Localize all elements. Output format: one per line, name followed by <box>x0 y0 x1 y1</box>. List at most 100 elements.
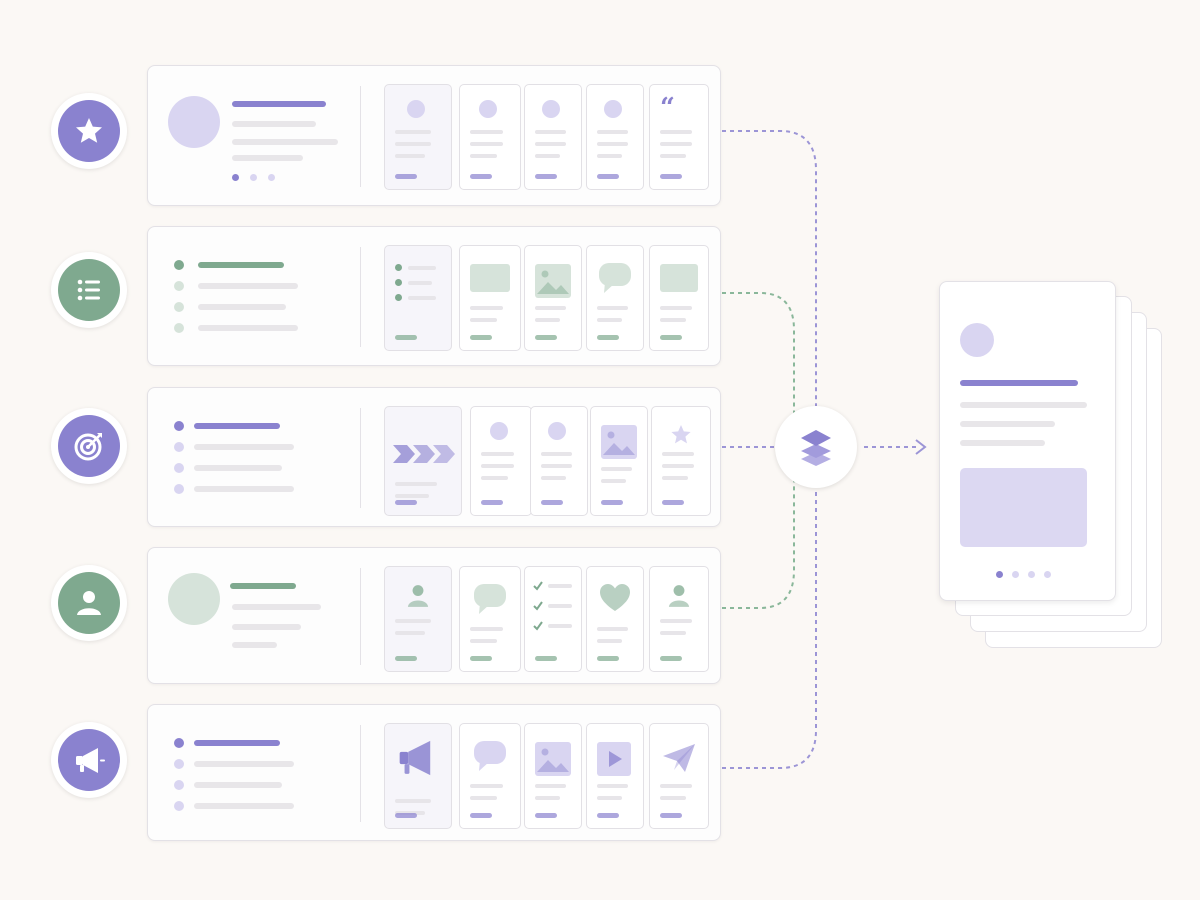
thumbnail-user[interactable] <box>384 566 452 672</box>
thumbnail-accent-bar <box>470 813 492 818</box>
output-image-block <box>960 468 1087 547</box>
summary-bullet <box>174 281 184 291</box>
summary-text-line <box>232 155 303 161</box>
card-divider <box>360 568 361 665</box>
thumbnail-star[interactable] <box>651 406 711 516</box>
output-text-line <box>960 421 1055 427</box>
thumbnail-accent-bar <box>470 174 492 179</box>
thumbnail-accent-bar <box>395 335 417 340</box>
summary-bullet <box>174 780 184 790</box>
thumbnail-block[interactable] <box>459 245 521 351</box>
summary-bullet <box>174 302 184 312</box>
thumbnail-image[interactable] <box>524 245 582 351</box>
summary-pagination-dot <box>268 174 275 181</box>
row1-badge <box>51 93 127 169</box>
summary-title-bar <box>230 583 296 589</box>
thumbnail-avatar[interactable] <box>384 84 452 190</box>
thumbnail-play[interactable] <box>586 723 644 829</box>
thumbnail-accent-bar <box>660 335 682 340</box>
summary-text-line <box>232 624 301 630</box>
row2-badge <box>51 252 127 328</box>
pagination-dot[interactable] <box>996 571 1003 578</box>
megaphone-icon <box>58 729 120 791</box>
row3-template-card[interactable] <box>147 387 721 527</box>
thumbnail-accent-bar <box>481 500 503 505</box>
thumbnail-accent-bar <box>535 656 557 661</box>
output-page <box>939 281 1116 601</box>
connector-line <box>722 292 795 416</box>
thumbnail-checklist[interactable] <box>524 566 582 672</box>
thumbnail-image[interactable] <box>590 406 648 516</box>
row5-badge <box>51 722 127 798</box>
summary-pagination-dot <box>250 174 257 181</box>
layers-icon <box>801 430 831 466</box>
row1-template-card[interactable]: “ <box>147 65 721 206</box>
thumbnail-accent-bar <box>597 335 619 340</box>
thumbnail-accent-bar <box>470 656 492 661</box>
connector-line <box>722 488 817 769</box>
thumbnail-accent-bar <box>597 656 619 661</box>
thumbnail-accent-bar <box>660 656 682 661</box>
thumbnail-accent-bar <box>535 813 557 818</box>
output-text-line <box>960 402 1087 408</box>
thumbnail-accent-bar <box>541 500 563 505</box>
thumbnail-accent-bar <box>395 500 417 505</box>
thumbnail-accent-bar <box>395 174 417 179</box>
row3-badge <box>51 408 127 484</box>
connector-line <box>722 130 817 406</box>
output-avatar <box>960 323 994 357</box>
pagination-dot[interactable] <box>1012 571 1019 578</box>
thumbnail-heart[interactable] <box>586 566 644 672</box>
summary-bullet <box>174 738 184 748</box>
thumbnail-avatar[interactable] <box>470 406 532 516</box>
thumbnail-avatar[interactable] <box>586 84 644 190</box>
summary-text-line <box>194 444 294 450</box>
summary-text-line <box>232 604 321 610</box>
thumbnail-image[interactable] <box>524 723 582 829</box>
row4-badge <box>51 565 127 641</box>
summary-title-bar <box>232 101 326 107</box>
output-text-line <box>960 440 1045 446</box>
pagination-dot[interactable] <box>1028 571 1035 578</box>
summary-title-bar <box>194 740 280 746</box>
thumbnail-send[interactable] <box>649 723 709 829</box>
summary-avatar <box>168 573 220 625</box>
summary-pagination-dot <box>232 174 239 181</box>
thumbnail-avatar[interactable] <box>530 406 588 516</box>
summary-text-line <box>198 283 298 289</box>
arrow-head-icon <box>915 439 927 455</box>
pagination-dot[interactable] <box>1044 571 1051 578</box>
thumbnail-avatar[interactable] <box>459 84 521 190</box>
thumbnail-accent-bar <box>660 174 682 179</box>
thumbnail-chat[interactable] <box>586 245 644 351</box>
user-icon <box>58 572 120 634</box>
thumbnail-accent-bar <box>597 174 619 179</box>
thumbnail-quote[interactable]: “ <box>649 84 709 190</box>
row5-template-card[interactable] <box>147 704 721 841</box>
summary-text-line <box>198 325 298 331</box>
summary-text-line <box>232 139 338 145</box>
thumbnail-user[interactable] <box>649 566 709 672</box>
card-divider <box>360 247 361 347</box>
summary-text-line <box>232 642 277 648</box>
summary-title-bar <box>198 262 284 268</box>
thumbnail-block[interactable] <box>649 245 709 351</box>
thumbnail-megaphone[interactable] <box>384 723 452 829</box>
thumbnail-chevrons[interactable] <box>384 406 462 516</box>
thumbnail-list[interactable] <box>384 245 452 351</box>
thumbnail-avatar[interactable] <box>524 84 582 190</box>
thumbnail-chat[interactable] <box>459 723 521 829</box>
connector-line <box>722 478 795 609</box>
summary-title-bar <box>194 423 280 429</box>
summary-text-line <box>198 304 286 310</box>
row2-template-card[interactable] <box>147 226 721 366</box>
thumbnail-accent-bar <box>662 500 684 505</box>
thumbnail-chat[interactable] <box>459 566 521 672</box>
card-divider <box>360 725 361 822</box>
summary-avatar <box>168 96 220 148</box>
summary-bullet <box>174 421 184 431</box>
row4-template-card[interactable] <box>147 547 721 684</box>
list-icon <box>58 259 120 321</box>
layers-hub <box>775 406 857 488</box>
